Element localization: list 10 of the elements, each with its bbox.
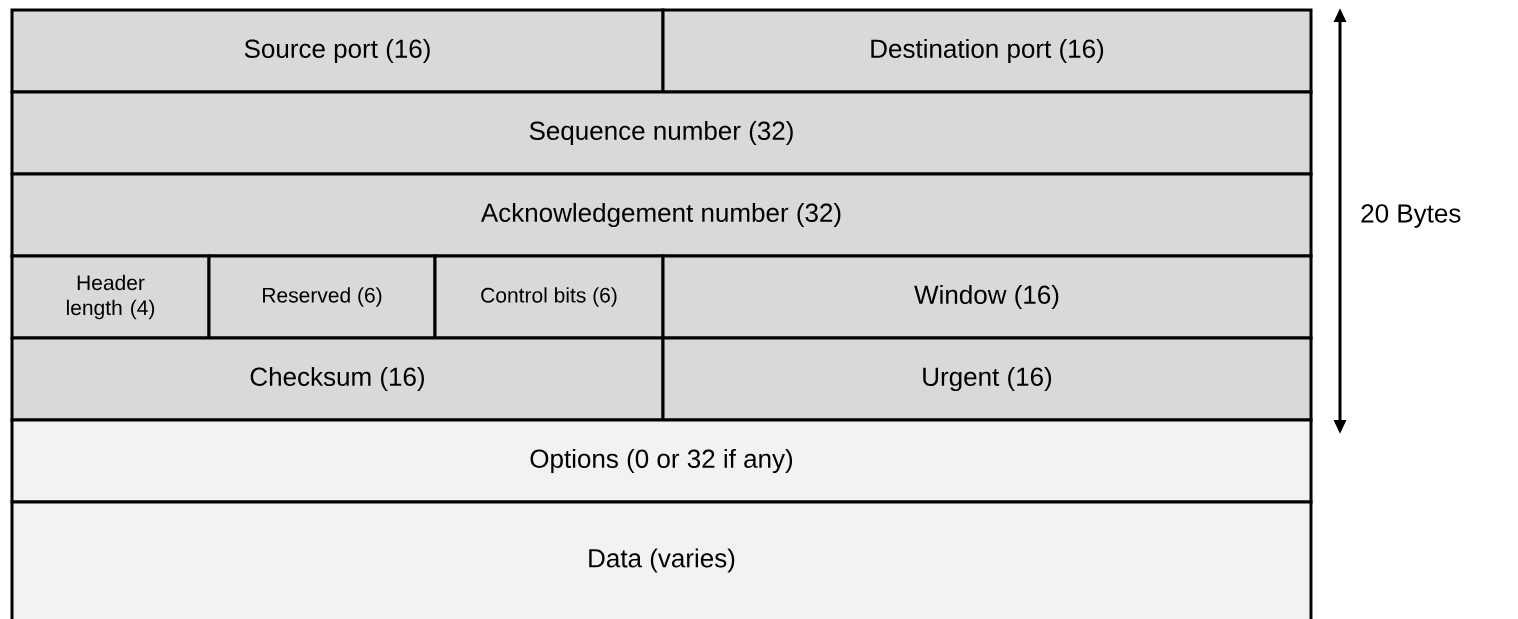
field-cell: Data (varies) [10,500,1313,619]
field-cell: Options (0 or 32 if any) [10,418,1313,504]
dimension-label: 20 Bytes [1361,204,1461,228]
field-cell: Reserved (6) [207,254,437,340]
field-cell: Source port (16) [10,8,665,94]
field-cell: Control bits (6) [433,254,665,340]
field-cell: Sequence number (32) [10,90,1313,176]
field-cell: Destination port (16) [661,8,1313,94]
field-cell: Urgent (16) [661,336,1313,422]
field-cell: Header length (4) [10,254,211,340]
